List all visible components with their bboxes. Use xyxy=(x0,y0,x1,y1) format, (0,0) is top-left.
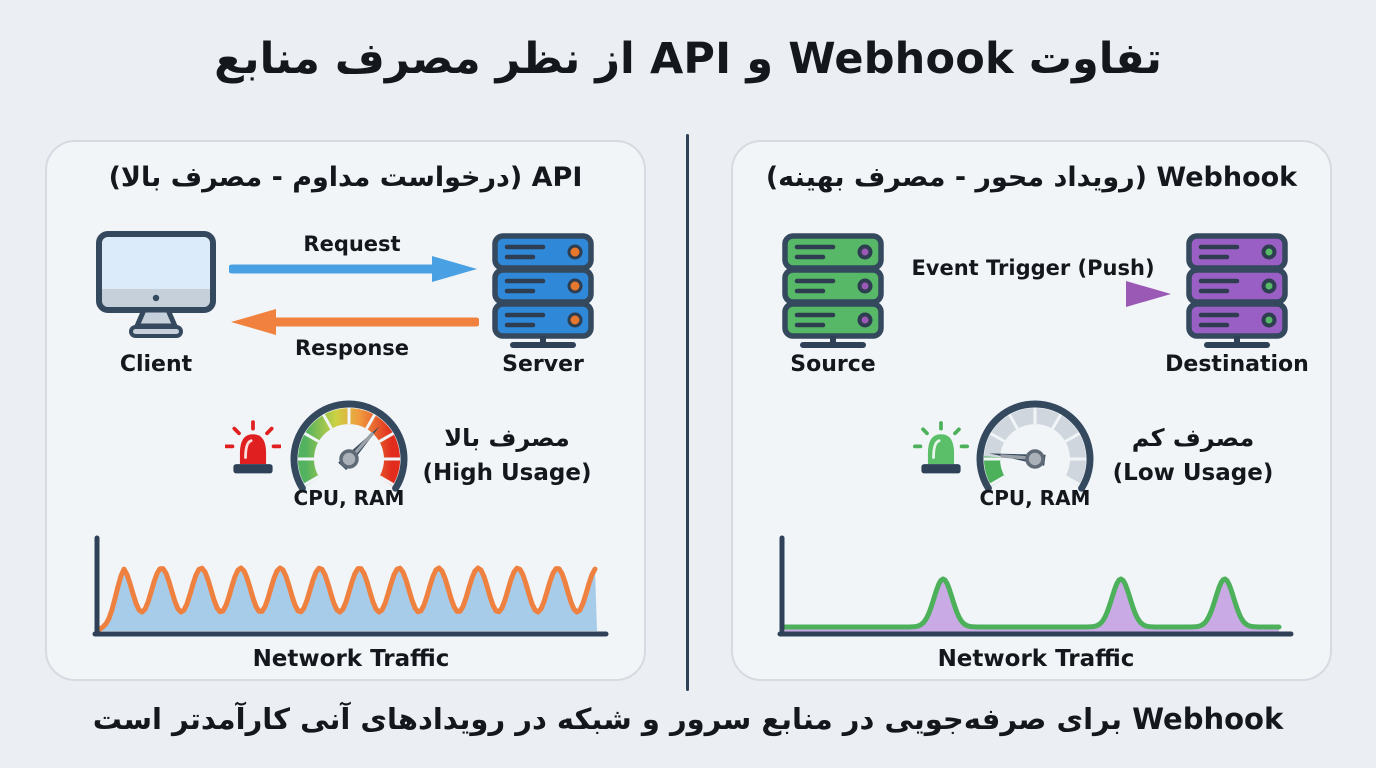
api-panel: API (درخواست مداوم - مصرف بالا) Client R… xyxy=(45,140,646,681)
source-label: Source xyxy=(790,352,876,377)
cpu-gauge-high-icon xyxy=(290,400,408,492)
event-trigger-arrow-icon xyxy=(893,281,1171,307)
alarm-siren-green-icon xyxy=(913,420,969,474)
usage-fa: مصرف بالا xyxy=(444,424,570,452)
api-panel-header: API (درخواست مداوم - مصرف بالا) xyxy=(108,162,583,193)
destination-label: Destination xyxy=(1165,352,1309,377)
api-traffic-caption: Network Traffic xyxy=(252,646,450,672)
alarm-siren-red-icon xyxy=(225,420,281,474)
usage-en: (High Usage) xyxy=(422,460,592,487)
event-trigger-label: Event Trigger (Push) xyxy=(911,256,1155,280)
gauge-caption: CPU, RAM xyxy=(979,486,1091,510)
response-label: Response xyxy=(294,336,410,360)
footer-caption: Webhook برای صرفه‌جویی در منابع سرور و ش… xyxy=(92,702,1284,736)
usage-en: (Low Usage) xyxy=(1112,460,1274,487)
webhook-traffic-caption: Network Traffic xyxy=(937,646,1135,672)
destination-server-icon xyxy=(1186,233,1288,348)
server-label: Server xyxy=(502,352,584,377)
cpu-gauge-low-icon xyxy=(976,400,1094,492)
webhook-panel-header: Webhook (رویداد محور - مصرف بهینه) xyxy=(765,162,1298,193)
usage-text-high: مصرف بالا (High Usage) xyxy=(422,422,592,489)
source-server-icon xyxy=(782,233,884,348)
response-arrow-icon xyxy=(231,309,479,335)
gauge-caption: CPU, RAM xyxy=(293,486,405,510)
request-arrow-icon xyxy=(229,256,477,282)
client-monitor-icon xyxy=(96,231,216,338)
panel-divider xyxy=(686,134,689,691)
page-title: تفاوت Webhook و API از نظر مصرف منابع xyxy=(214,34,1162,84)
webhook-traffic-chart xyxy=(777,535,1294,637)
server-icon xyxy=(492,233,594,348)
request-label: Request xyxy=(303,232,401,256)
usage-fa: مصرف کم xyxy=(1131,424,1255,452)
api-traffic-chart xyxy=(92,535,609,637)
usage-text-low: مصرف کم (Low Usage) xyxy=(1108,422,1278,489)
webhook-panel: Webhook (رویداد محور - مصرف بهینه) Sourc… xyxy=(731,140,1332,681)
client-label: Client xyxy=(119,352,193,377)
